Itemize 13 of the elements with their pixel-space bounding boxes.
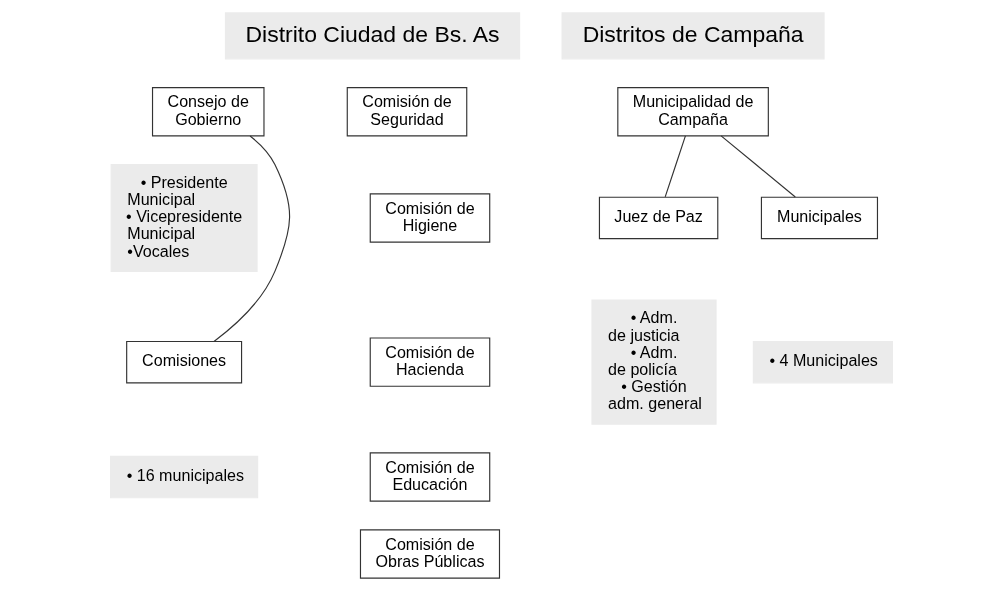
connector bbox=[720, 135, 796, 198]
node-box: Comisiones bbox=[126, 340, 243, 384]
node-box: Municipales bbox=[760, 196, 879, 240]
connector bbox=[213, 135, 291, 342]
node-box: Comisión de Educación bbox=[369, 452, 491, 502]
node-box: Comisión de Hacienda bbox=[369, 337, 491, 387]
node-box: Comisión de Obras Públicas bbox=[359, 529, 501, 579]
node-box: Municipalidad de Campaña bbox=[617, 86, 769, 137]
node-box: Juez de Paz bbox=[598, 196, 719, 240]
node-box: Comisión de Seguridad bbox=[346, 86, 468, 137]
connector bbox=[664, 135, 686, 198]
node-box: Comisión de Higiene bbox=[369, 193, 491, 243]
node-box: Consejo de Gobierno bbox=[151, 86, 265, 137]
